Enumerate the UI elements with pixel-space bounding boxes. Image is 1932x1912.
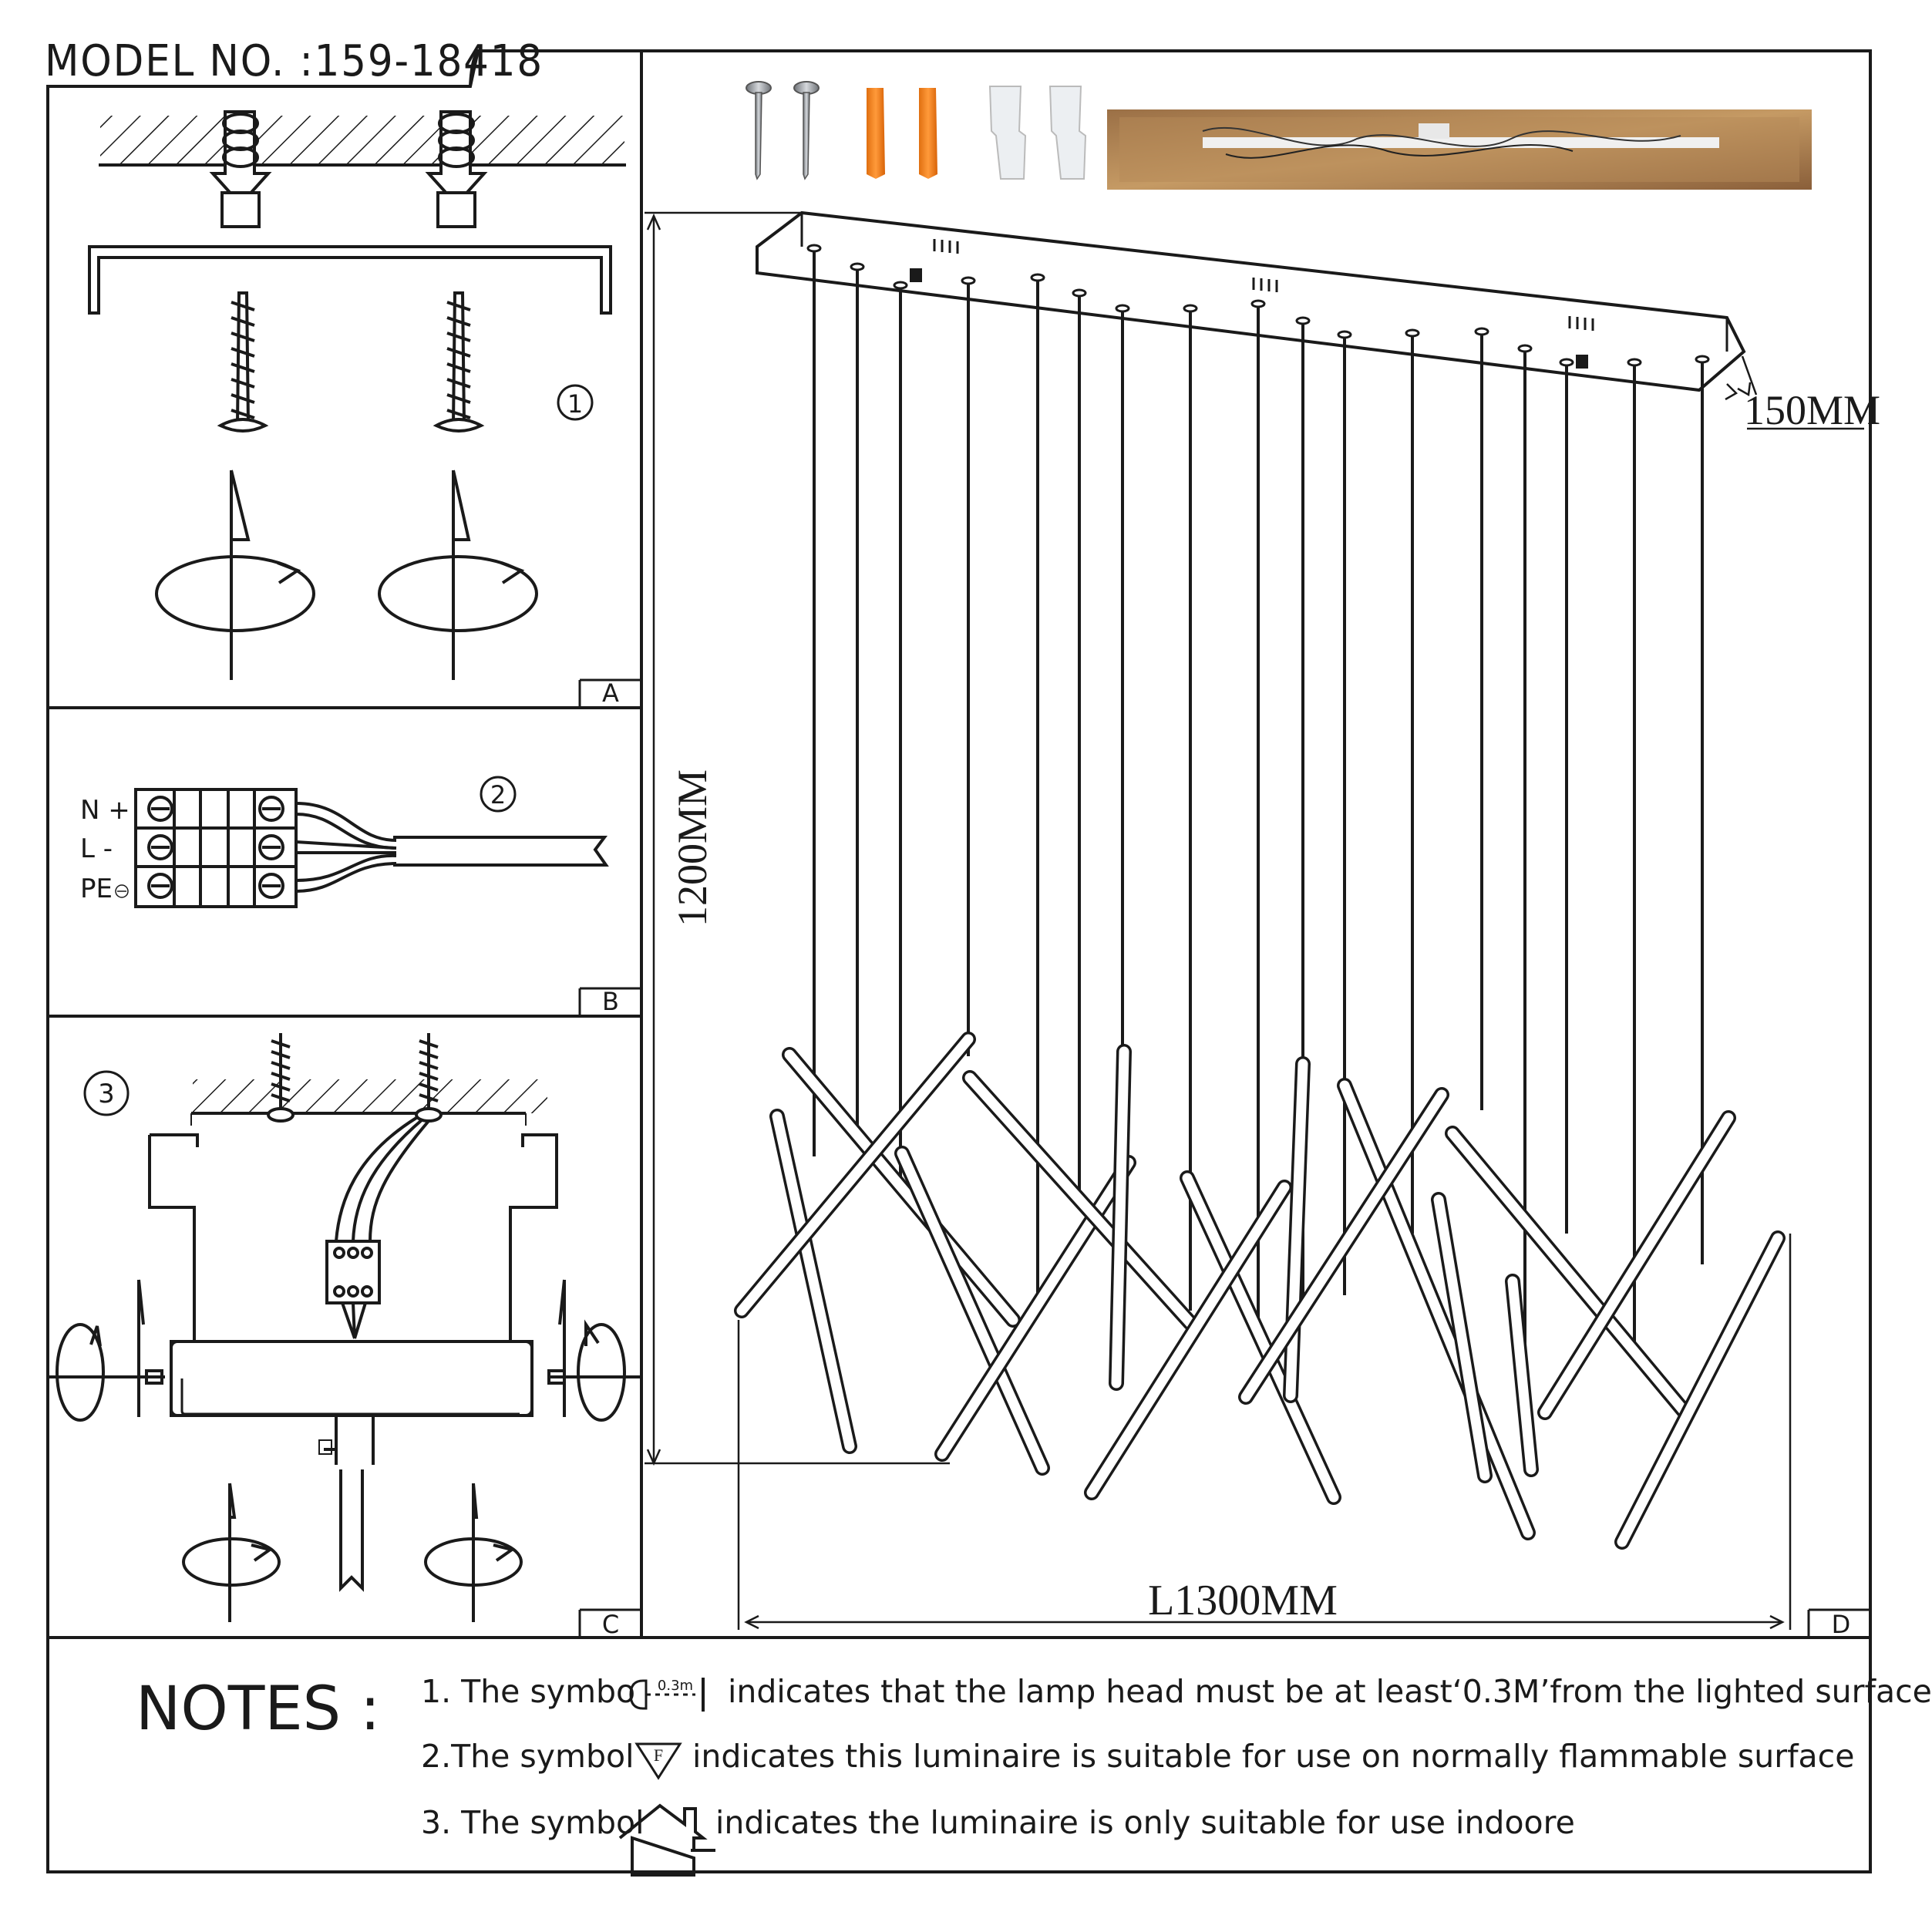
canopy-body <box>170 1340 533 1417</box>
step-number: 2 <box>490 780 506 810</box>
panel-tag-d: D <box>1832 1610 1851 1639</box>
ceiling-attachment <box>1030 273 1045 282</box>
led-tube <box>1431 1192 1493 1483</box>
flammable-surface-icon <box>634 1742 682 1780</box>
canopy-photo-icon <box>1107 109 1812 190</box>
rotate-arrow-icon <box>182 1483 281 1622</box>
panel-tag-c: C <box>602 1610 619 1639</box>
canopy-screw-slots <box>933 239 1594 331</box>
ceiling-attachment <box>1295 316 1311 325</box>
terminal-label-n: N + <box>80 795 130 826</box>
note-2-prefix: 2.The symbol <box>421 1738 634 1775</box>
ceiling-attachment <box>1337 330 1352 339</box>
cable-grip <box>324 1415 375 1592</box>
led-tube <box>1084 1180 1292 1500</box>
anchor-icon <box>425 110 488 228</box>
note-3-prefix: 3. The symbol <box>421 1804 645 1841</box>
step-number: 3 <box>98 1079 115 1109</box>
ceiling-canopy <box>756 210 1746 392</box>
length-dimension: L1300MM <box>1148 1577 1338 1624</box>
led-tube <box>769 1109 857 1454</box>
earth-icon <box>115 884 129 898</box>
led-tube <box>1505 1274 1539 1477</box>
ceiling-attachment <box>850 262 865 271</box>
panel-tag-b: B <box>602 987 619 1016</box>
screw-icon <box>433 291 485 433</box>
notes-title: NOTES : <box>136 1675 381 1744</box>
ceiling-attachment <box>961 276 976 285</box>
terminal-label-pe: PE <box>80 874 113 904</box>
wire-connector-icon <box>988 86 1027 180</box>
wall-plug-icon <box>919 88 937 179</box>
terminal-block <box>134 788 298 908</box>
led-tube <box>1283 1056 1311 1403</box>
dimension-lines <box>645 211 1864 1630</box>
ceiling-attachment <box>1695 355 1710 364</box>
led-tube <box>782 1047 1021 1328</box>
panel-b <box>134 776 641 1015</box>
wire-connector-icon <box>1048 86 1087 180</box>
led-tube <box>1614 1230 1786 1550</box>
led-tube <box>734 1032 976 1318</box>
wall-plug-icon <box>867 88 885 179</box>
suspension-wires <box>806 244 1710 1388</box>
led-tubes <box>734 1032 1786 1550</box>
power-cable <box>295 802 609 893</box>
ceiling-attachment <box>1183 304 1198 313</box>
led-tube <box>894 1146 1050 1476</box>
rotate-arrow-icon <box>424 1483 523 1622</box>
note-1-prefix: 1. The symbo <box>421 1673 636 1710</box>
height-dimension: 1200MM <box>669 769 715 927</box>
rotate-arrow-icon <box>378 470 538 680</box>
ceiling-attachment <box>1474 327 1489 336</box>
model-number: MODEL NO. :159-18418 <box>45 36 544 86</box>
sheet-frame <box>46 49 1872 1873</box>
wire-bundle <box>325 1116 430 1339</box>
panel-tag-a: A <box>602 678 619 708</box>
ceiling-attachment <box>1517 344 1533 353</box>
panel-a <box>88 110 641 706</box>
ceiling-attachment <box>1405 328 1420 338</box>
chandelier-drawing <box>734 210 1786 1550</box>
ceiling-attachment <box>1250 299 1266 308</box>
ceiling-attachment <box>1072 288 1087 298</box>
screw-icon <box>746 81 772 180</box>
screw-icon <box>267 1033 295 1123</box>
distance-0.3m-icon <box>629 1678 705 1712</box>
screw-icon <box>217 291 269 433</box>
step-number: 1 <box>567 389 583 419</box>
side-screw-left <box>49 1279 165 1422</box>
distance-symbol-text: 0.3m <box>658 1678 693 1694</box>
screw-icon <box>793 81 820 180</box>
note-2-text: indicates this luminaire is suitable for… <box>692 1738 1855 1775</box>
ceiling-attachment <box>1115 304 1130 313</box>
led-tube <box>1180 1170 1341 1505</box>
ceiling-attachment <box>893 281 908 290</box>
flammable-symbol-text: F <box>654 1745 663 1765</box>
panel-c <box>49 1033 641 1636</box>
rotate-arrow-icon <box>155 470 315 680</box>
accessories-row <box>746 81 1812 190</box>
ceiling-attachment <box>1559 358 1574 367</box>
led-tube <box>1445 1126 1691 1419</box>
led-tube <box>962 1070 1198 1331</box>
screw-icon <box>415 1033 443 1123</box>
side-screw-right <box>547 1279 640 1422</box>
ceiling-attachment <box>1627 358 1642 367</box>
depth-dimension: 150MM <box>1744 387 1880 433</box>
led-tube <box>1238 1087 1449 1405</box>
led-tube <box>1109 1044 1132 1391</box>
ceiling-attachment <box>806 244 822 253</box>
note-3-text: indicates the luminaire is only suitable… <box>715 1804 1575 1841</box>
indoor-house-icon <box>618 1803 715 1877</box>
anchor-icon <box>209 110 272 228</box>
terminal-label-l: L - <box>80 833 113 864</box>
led-tube <box>1537 1110 1736 1420</box>
note-1-text: indicates that the lamp head must be at … <box>728 1673 1932 1710</box>
led-tube <box>1337 1078 1536 1540</box>
mounting-bracket <box>88 245 612 315</box>
